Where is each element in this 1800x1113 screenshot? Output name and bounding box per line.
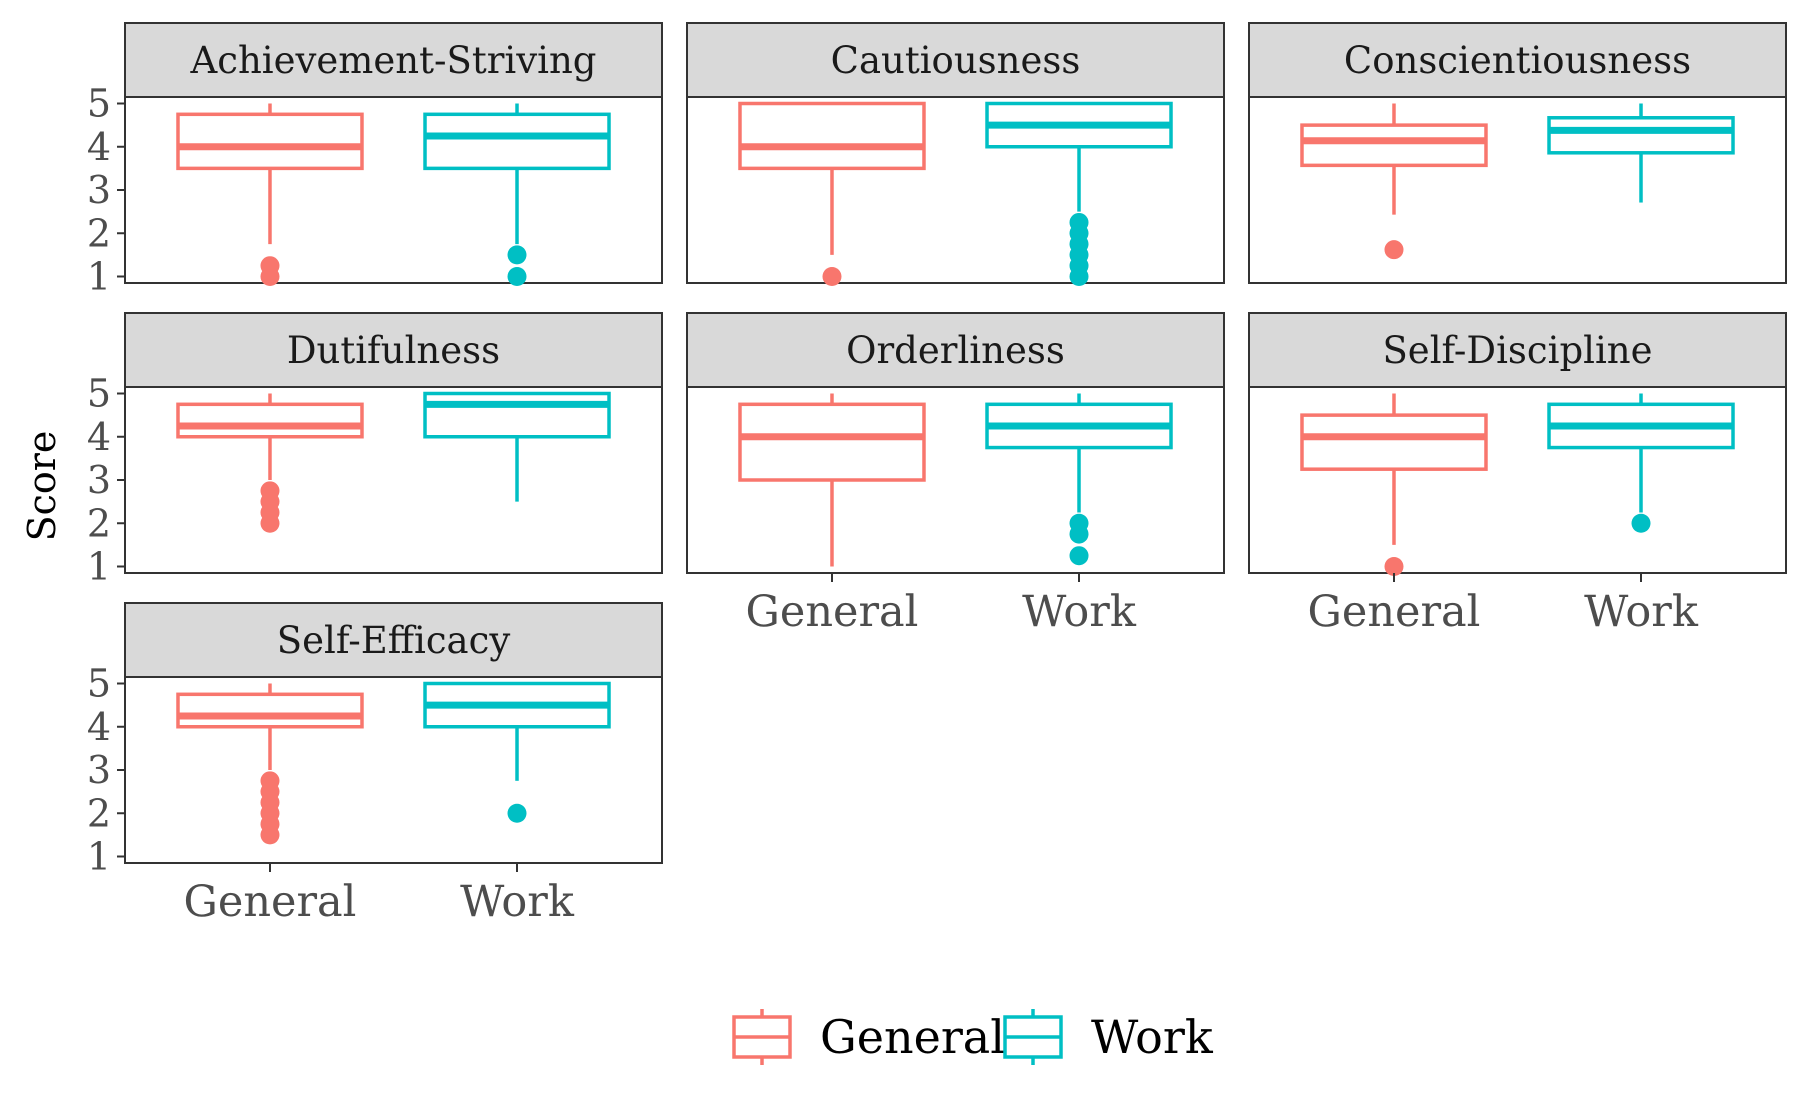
box-general (1300, 393, 1488, 576)
facet-panel: Cautiousness (686, 22, 1225, 286)
y-tick-label: 3 (87, 748, 111, 792)
outlier-point (507, 803, 527, 823)
box-iqr (423, 391, 611, 439)
box-iqr (176, 402, 364, 439)
x-tick-label: General (746, 587, 919, 637)
box-work (985, 393, 1173, 566)
y-tick-label: 1 (87, 835, 111, 879)
x-tick-label: General (1308, 587, 1481, 637)
outlier-point (1069, 513, 1089, 533)
box-iqr (738, 402, 926, 482)
box-general (738, 393, 926, 567)
y-tick-label: 4 (87, 705, 111, 749)
box-iqr (176, 112, 364, 171)
y-tick-label: 5 (87, 372, 111, 416)
facet-panel: Conscientiousness (1248, 22, 1787, 284)
facet-title: Achievement-Striving (190, 39, 597, 82)
y-tick-label: 4 (87, 415, 111, 459)
x-tick-label: Work (1584, 587, 1699, 637)
box-iqr (176, 692, 364, 729)
facet-title: Self-Efficacy (277, 619, 511, 662)
box-general (1300, 103, 1488, 260)
outlier-point (1069, 546, 1089, 566)
outlier-point (822, 267, 842, 286)
legend-item-work: Work (1003, 1009, 1214, 1065)
y-tick-label: 2 (87, 791, 111, 835)
facet-title: Cautiousness (831, 39, 1081, 82)
facet-strip (124, 602, 663, 678)
outlier-point (1631, 513, 1651, 533)
box-general (738, 101, 926, 286)
y-tick-label: 5 (87, 82, 111, 126)
facet-title: Dutifulness (287, 329, 500, 372)
facet-strip (1248, 22, 1787, 98)
legend-label: Work (1091, 1010, 1214, 1064)
box-work (1547, 103, 1735, 203)
outlier-point (1069, 212, 1089, 232)
facet-strip (686, 22, 1225, 98)
box-work (1547, 393, 1735, 533)
facet-title: Conscientiousness (1344, 39, 1691, 82)
box-general (176, 393, 364, 533)
y-tick-label: 3 (87, 168, 111, 212)
box-iqr (1300, 123, 1488, 168)
facet-strip (124, 312, 663, 388)
outlier-point (260, 256, 280, 276)
box-iqr (1547, 116, 1735, 155)
box-iqr (1300, 413, 1488, 471)
box-work (423, 103, 611, 286)
outlier-point (507, 245, 527, 265)
y-tick-label: 5 (87, 662, 111, 706)
x-tick-label: Work (1022, 587, 1137, 637)
legend-label: General (820, 1010, 1005, 1064)
facet-strip (124, 22, 663, 98)
outlier-point (260, 481, 280, 501)
legend-item-general: General (732, 1009, 1005, 1065)
facet-strip (686, 312, 1225, 388)
y-tick-label: 1 (87, 255, 111, 299)
y-tick-label: 4 (87, 125, 111, 169)
x-tick-label: Work (460, 877, 575, 927)
y-tick-label: 2 (87, 211, 111, 255)
outlier-point (260, 771, 280, 791)
box-general (176, 103, 364, 286)
outlier-point (507, 267, 527, 286)
box-general (176, 683, 364, 845)
y-axis-title: Score (20, 431, 64, 542)
facet-title: Self-Discipline (1382, 329, 1652, 372)
y-tick-label: 2 (87, 501, 111, 545)
box-iqr (738, 101, 926, 171)
y-tick-label: 1 (87, 545, 111, 589)
outlier-point (1384, 557, 1404, 576)
legend: General Work (732, 1009, 1214, 1065)
facet-title: Orderliness (846, 329, 1065, 372)
y-tick-label: 3 (87, 458, 111, 502)
x-tick-label: General (184, 877, 357, 927)
box-work (423, 681, 611, 823)
box-work (985, 101, 1173, 286)
outlier-point (1384, 240, 1404, 260)
box-work (423, 391, 611, 502)
box-iqr (423, 112, 611, 171)
